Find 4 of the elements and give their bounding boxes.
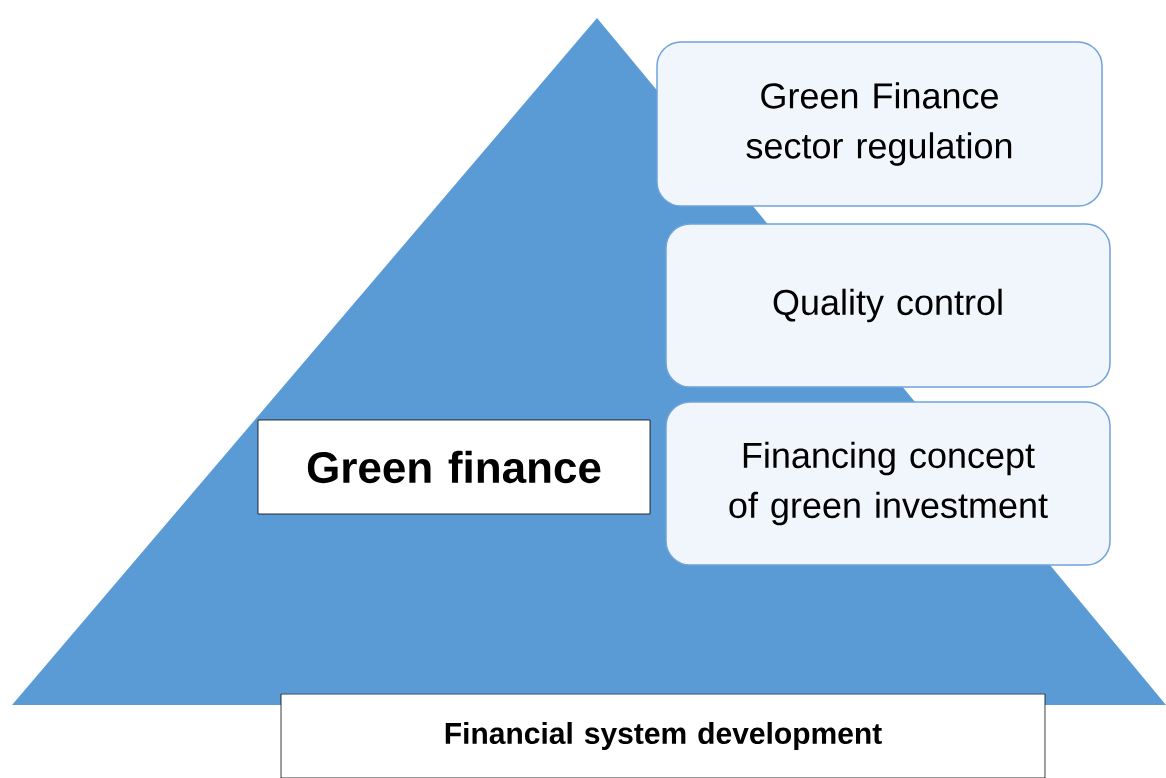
rounded-box: Quality control (665, 223, 1111, 388)
base-box: Financial system development (280, 693, 1046, 778)
title-box: Green finance (257, 419, 651, 515)
rounded-box: Green Finance sector regulation (656, 41, 1103, 207)
